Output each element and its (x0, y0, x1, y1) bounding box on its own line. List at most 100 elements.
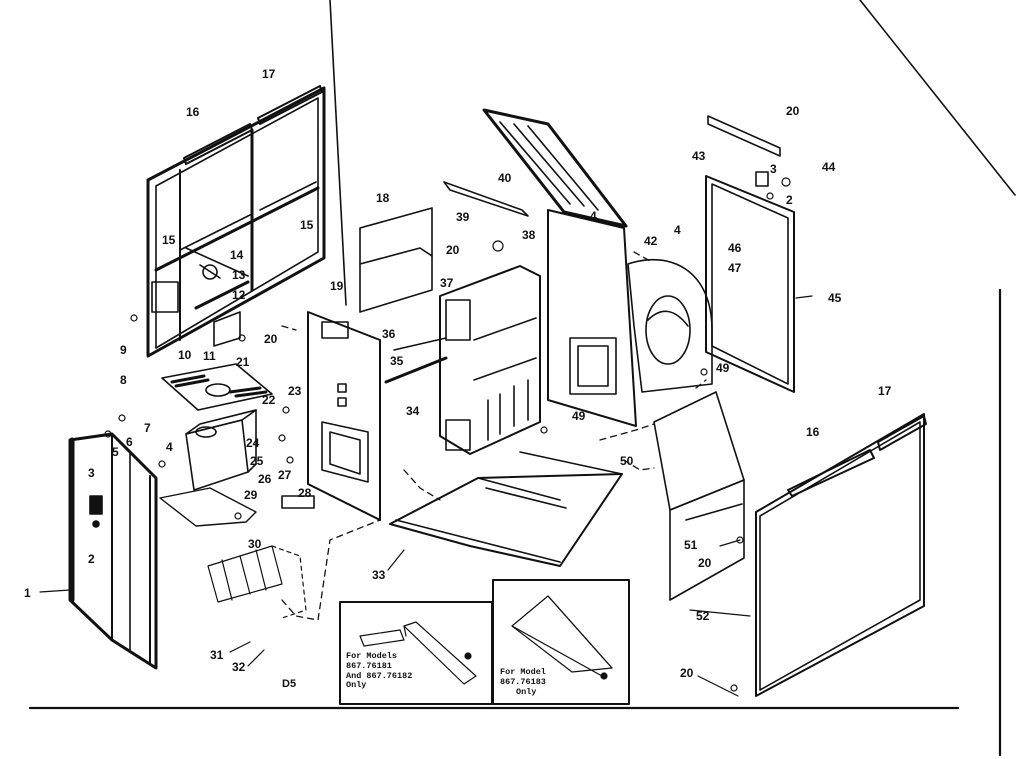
part-43-top-strip (707, 115, 781, 157)
part-19-side-panel (307, 311, 381, 521)
callout-34: 34 (406, 404, 420, 418)
part-39-rail (443, 181, 529, 217)
part-blower-cabinet (547, 209, 713, 427)
callout-29: 29 (244, 488, 258, 502)
callout-14: 14 (230, 248, 244, 262)
part-front-panel (68, 432, 158, 670)
callout-20-b: 20 (446, 243, 460, 257)
inset-left-line-4: Only (346, 680, 367, 691)
callout-43: 43 (692, 149, 706, 163)
callout-42: 42 (644, 234, 658, 248)
page-edge-line (859, 0, 1016, 196)
part-33-base (389, 451, 623, 567)
label-arrows (39, 295, 813, 697)
callout-2: 2 (88, 552, 95, 566)
part-29-pan (159, 487, 257, 527)
callout-25: 25 (250, 454, 264, 468)
callout-6: 6 (126, 435, 133, 449)
callout-31: 31 (210, 648, 224, 662)
callout-26: 26 (258, 472, 272, 486)
callout-36: 36 (382, 327, 396, 341)
callout-40: 40 (498, 171, 512, 185)
callout-10: 10 (178, 348, 192, 362)
dashed-leader-lines (281, 251, 707, 621)
callout-4-upper: 4 (590, 209, 597, 223)
callout-7: 7 (144, 421, 151, 435)
inset-box-right (492, 579, 630, 705)
callout-50: 50 (620, 454, 634, 468)
part-28-plate (281, 495, 315, 509)
callout-9: 9 (120, 343, 127, 357)
callout-17-right: 17 (878, 384, 892, 398)
callout-19: 19 (330, 279, 344, 293)
part-burner-box (185, 409, 257, 491)
callout-47: 47 (728, 261, 742, 275)
page-edge-line (329, 0, 347, 306)
part-18-top-panel (359, 207, 433, 313)
callout-38: 38 (522, 228, 536, 242)
callout-16-left: 16 (186, 105, 200, 119)
inset-right-art (511, 595, 613, 680)
inset-right-line-2: 867.76183 (500, 676, 546, 687)
callout-12: 12 (232, 288, 246, 302)
part-37-heat-exchanger (439, 265, 541, 455)
inset-right-line-1: For Model (500, 667, 546, 677)
callout-2-upper: 2 (786, 193, 793, 207)
callout-17-left: 17 (262, 67, 276, 81)
small-hardware (104, 177, 791, 692)
callout-8: 8 (120, 373, 127, 387)
callout-33: 33 (372, 568, 386, 582)
diagram-code: D5 (282, 678, 297, 690)
inset-left-caption: For Models 867.76181 And 867.76182 Only (346, 651, 413, 691)
part-frame-upper-left (146, 85, 326, 358)
inset-left-art (359, 621, 477, 685)
callout-15-left: 15 (162, 233, 176, 247)
callout-20-e: 20 (680, 666, 694, 680)
callout-35: 35 (390, 354, 404, 368)
callout-20-d: 20 (698, 556, 712, 570)
callout-1: 1 (24, 586, 31, 600)
callout-4: 4 (166, 440, 173, 454)
inset-left-line-1: For Models (346, 651, 398, 661)
callout-39: 39 (456, 210, 470, 224)
part-30-burner-assembly (207, 545, 307, 619)
part-45-right-back-panel (705, 175, 795, 393)
callout-4-right: 4 (674, 223, 681, 237)
part-34-rod (384, 356, 448, 384)
callout-20-c: 20 (786, 104, 800, 118)
part-3-bracket (755, 171, 769, 187)
callout-5: 5 (112, 445, 119, 459)
callout-49-lower: 49 (572, 409, 586, 423)
callout-30: 30 (248, 537, 262, 551)
callout-45: 45 (828, 291, 842, 305)
callout-44: 44 (822, 160, 836, 174)
callout-16-right: 16 (806, 425, 820, 439)
callout-37: 37 (440, 276, 454, 290)
callout-3: 3 (88, 466, 95, 480)
part-40-heat-exchanger-top (482, 108, 628, 228)
callout-27: 27 (278, 468, 292, 482)
callout-23: 23 (288, 384, 302, 398)
callout-22: 22 (262, 393, 276, 407)
callout-13: 13 (232, 268, 246, 282)
callout-46: 46 (728, 241, 742, 255)
callout-49-upper: 49 (716, 361, 730, 375)
part-35-rod (393, 337, 447, 351)
callout-21: 21 (236, 355, 250, 369)
callout-18: 18 (376, 191, 390, 205)
part-filter-grille (161, 363, 273, 411)
callout-51: 51 (684, 538, 698, 552)
inset-left-line-3: And 867.76182 (346, 670, 413, 681)
callout-20-a: 20 (264, 332, 278, 346)
callout-52: 52 (696, 609, 710, 623)
inset-right-caption: For Model 867.76183 Only (500, 667, 546, 697)
callout-11: 11 (203, 349, 216, 363)
callout-32: 32 (232, 660, 246, 674)
callout-24: 24 (246, 436, 260, 450)
part-52-right-side-panel (755, 413, 927, 697)
callout-15-right: 15 (300, 218, 314, 232)
inset-left-line-2: 867.76181 (346, 660, 392, 671)
callout-3-upper: 3 (770, 162, 777, 176)
